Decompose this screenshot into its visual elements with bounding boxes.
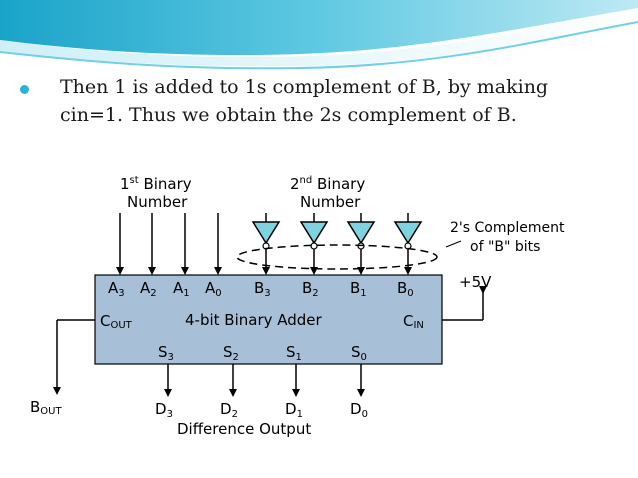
cout-label: COUT — [100, 312, 133, 331]
s1-label: S1 — [286, 343, 302, 363]
inverter-b3 — [251, 221, 281, 250]
a1-label: A1 — [173, 279, 190, 299]
bullet-text: Then 1 is added to 1s complement of B, b… — [60, 73, 620, 129]
d2-label: D2 — [220, 400, 238, 420]
bullet-line-1: Then 1 is added to 1s complement of B, b… — [60, 76, 549, 98]
d1-label: D1 — [285, 400, 303, 420]
s3-label: S3 — [158, 343, 174, 363]
bullet-point: Then 1 is added to 1s complement of B, b… — [20, 73, 620, 129]
complement-label-line2: of "B" bits — [470, 239, 540, 255]
s0-label: S0 — [351, 343, 367, 363]
b2-label: B2 — [302, 279, 319, 299]
bullet-line-2: cin=1. Thus we obtain the 2s complement … — [60, 104, 517, 126]
adder-title: 4-bit Binary Adder — [185, 311, 323, 329]
a3-label: A3 — [108, 279, 125, 299]
b3-label: B3 — [254, 279, 271, 299]
second-number-label: 2nd Binary — [290, 175, 365, 193]
inverter-b0 — [393, 221, 423, 250]
complement-label-line1: 2's Complement — [450, 220, 565, 236]
a0-label: A0 — [205, 279, 222, 299]
plus5v-label: +5V — [459, 273, 492, 291]
difference-output-label: Difference Output — [177, 420, 311, 438]
complement-leader-line — [445, 240, 462, 248]
d3-label: D3 — [155, 400, 173, 420]
d0-label: D0 — [350, 400, 368, 420]
s2-label: S2 — [223, 343, 239, 363]
b1-label: B1 — [350, 279, 367, 299]
first-number-label: 1st Binary — [120, 175, 192, 193]
binary-adder-block — [94, 274, 443, 365]
a2-label: A2 — [140, 279, 157, 299]
header-wave-decoration — [0, 0, 638, 70]
bullet-icon — [20, 85, 29, 94]
second-number-label-line2: Number — [300, 193, 361, 211]
first-number-label-line2: Number — [127, 193, 188, 211]
bout-label: BOUT — [30, 398, 62, 417]
b0-label: B0 — [397, 279, 414, 299]
complement-group-ellipse — [236, 244, 438, 270]
cin-label: CIN — [403, 312, 424, 331]
